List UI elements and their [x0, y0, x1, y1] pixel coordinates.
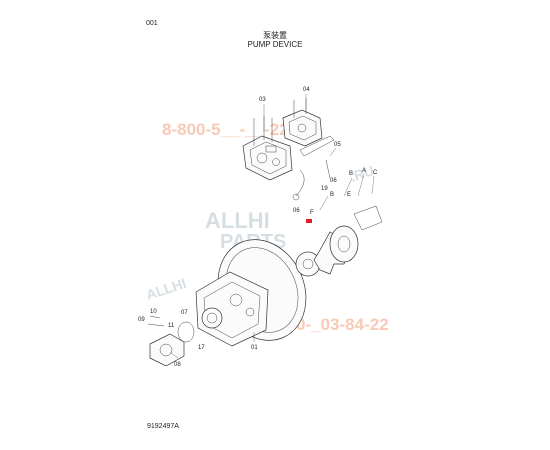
- watermark-domain: ALLHI: [144, 275, 188, 303]
- callout-a: A: [362, 168, 366, 174]
- callout-b-small: B: [330, 192, 334, 198]
- callout-09: 09: [138, 317, 145, 323]
- callout-b: B: [349, 171, 353, 177]
- main-pump-01-drawing: [195, 239, 307, 347]
- callout-c: C: [373, 170, 378, 176]
- callout-19: 19: [321, 186, 328, 192]
- callout-05: 05: [334, 142, 341, 148]
- watermark-domain-suffix: .RU: [348, 162, 376, 185]
- callout-03: 03: [259, 97, 266, 103]
- watermark-brand: ALLHI: [205, 208, 270, 233]
- callout-06-left: 06: [293, 208, 300, 214]
- callout-04: 04: [303, 87, 310, 93]
- callout-f: F: [310, 210, 314, 216]
- drawing-number: 9192497A: [147, 423, 179, 430]
- title-english: PUMP DEVICE: [247, 40, 303, 49]
- callout-e: E: [347, 192, 351, 198]
- gear-pump-08-drawing: [149, 333, 185, 367]
- callout-11: 11: [168, 323, 175, 329]
- pipe-05-drawing: [292, 135, 335, 201]
- regulator-03-drawing: [242, 116, 293, 181]
- watermark-phone-top: 8-800-5__-__-22: [162, 120, 289, 139]
- page-number: 001: [146, 20, 158, 27]
- callout-08: 08: [174, 362, 181, 368]
- callout-01: 01: [251, 345, 258, 351]
- coupling-drawing: [295, 205, 383, 277]
- callout-07: 07: [181, 310, 188, 316]
- bolt-10-drawing: [149, 315, 161, 319]
- callout-10: 10: [150, 309, 157, 315]
- seal-ring-07-drawing: [177, 321, 195, 343]
- callout-06-right: 06: [330, 178, 337, 184]
- title-chinese: 泵装置: [263, 31, 287, 40]
- bolt-09-drawing: [147, 323, 165, 327]
- highlight-marker: [306, 219, 312, 223]
- regulator-04-drawing: [282, 98, 323, 147]
- callout-17: 17: [198, 345, 205, 351]
